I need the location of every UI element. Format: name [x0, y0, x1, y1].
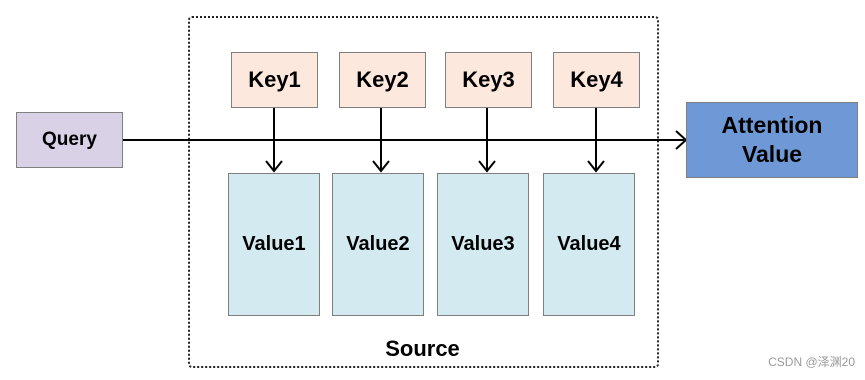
key2-box: Key2 [339, 52, 426, 108]
value1-label: Value1 [242, 233, 306, 255]
watermark: CSDN @泽渊20 [768, 355, 855, 369]
query-box: Query [16, 112, 123, 168]
query-label: Query [42, 129, 97, 150]
value1-box: Value1 [228, 173, 320, 316]
key3-label: Key3 [462, 67, 515, 92]
attention-line2: Value [741, 141, 803, 167]
key2-label: Key2 [356, 67, 409, 92]
key4-label: Key4 [570, 67, 623, 92]
key3-arrowhead [478, 160, 496, 173]
value3-box: Value3 [437, 173, 529, 316]
attention-line1: Attention [721, 112, 823, 138]
value4-label: Value4 [557, 233, 621, 255]
attention-value-box: Attention Value [686, 102, 858, 178]
key1-box: Key1 [231, 52, 318, 108]
key3-box: Key3 [445, 52, 532, 108]
key4-arrowhead [587, 160, 605, 173]
source-label: Source [385, 336, 460, 361]
key1-label: Key1 [248, 67, 301, 92]
key1-arrowhead [265, 160, 283, 173]
key2-arrowhead [372, 160, 390, 173]
value2-box: Value2 [332, 173, 424, 316]
value2-label: Value2 [346, 233, 410, 255]
value3-label: Value3 [451, 233, 515, 255]
source-container [188, 16, 659, 368]
value4-box: Value4 [543, 173, 635, 316]
key4-box: Key4 [553, 52, 640, 108]
